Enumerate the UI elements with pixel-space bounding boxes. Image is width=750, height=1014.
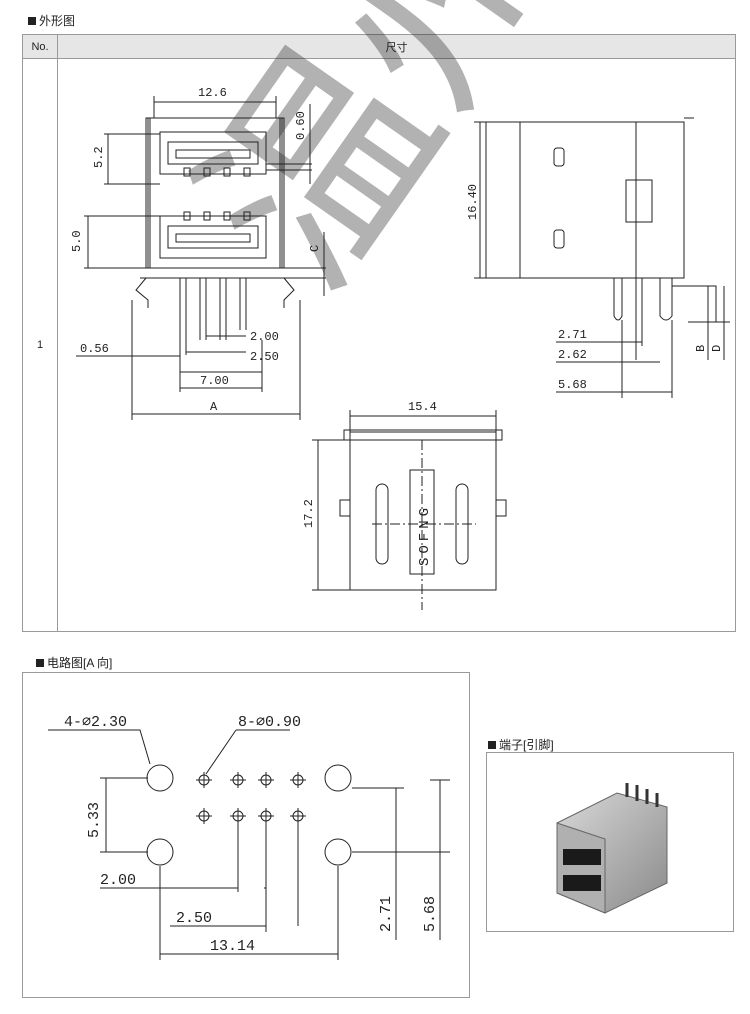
dim-568: 5.68 [558, 378, 587, 392]
dim-side-height: 16.40 [466, 184, 480, 220]
dim-b: B [694, 345, 708, 352]
bullet-square-icon [28, 16, 36, 25]
usb-connector-photo-icon [556, 783, 668, 914]
dim-271: 2.71 [558, 328, 587, 342]
terminal-section-title: 端子[引脚] [488, 736, 554, 753]
dim-span-700: 7.00 [200, 374, 229, 388]
col-header-size: 尺寸 [385, 42, 408, 54]
dim-pin-056: 0.56 [80, 342, 109, 356]
dim-262: 2.62 [558, 348, 587, 362]
side-view-outline [485, 121, 685, 279]
dim-pitch-250: 2.50 [250, 350, 279, 364]
circuit-dim-533: 5.33 [86, 802, 103, 838]
brand-label: SOFNG [417, 504, 433, 566]
dim-front-height: 17.2 [302, 499, 316, 528]
outline-section-title: 外形图 [28, 12, 75, 29]
circuit-section-title: 电路图[A 向] [36, 654, 112, 671]
lower-port-outline [159, 215, 267, 259]
bullet-square-icon [488, 740, 496, 749]
row-number: 1 [23, 59, 58, 631]
dim-front-width: 15.4 [408, 400, 437, 414]
dim-top-width: 12.6 [198, 86, 227, 100]
circuit-dim-200: 2.00 [100, 872, 136, 889]
outline-drawing: 12.6 5.2 5.0 0.60 C 2.00 2.50 0.56 7.00 … [70, 86, 730, 610]
holes-small-label: 8-⌀0.90 [238, 714, 301, 731]
circuit-dim-568: 5.68 [422, 896, 439, 932]
dim-d: D [710, 345, 724, 352]
bullet-square-icon [36, 658, 44, 667]
dim-pitch-200: 2.00 [250, 330, 279, 344]
circuit-dim-250: 2.50 [176, 910, 212, 927]
dim-c: C [308, 245, 322, 252]
dim-port-h1: 5.2 [92, 146, 106, 168]
circuit-dim-271: 2.71 [378, 896, 395, 932]
upper-port-outline [159, 131, 267, 175]
circuit-title-text: 电路图[A 向] [47, 656, 113, 670]
dim-a: A [210, 400, 218, 414]
col-header-no: No. [23, 35, 58, 59]
dim-tab: 0.60 [294, 111, 308, 140]
spec-table: No. 尺寸 1 [22, 34, 736, 632]
outline-title-text: 外形图 [39, 14, 76, 28]
circuit-dim-1314: 13.14 [210, 938, 255, 955]
terminal-photo-box [486, 752, 734, 932]
dim-port-h2: 5.0 [70, 230, 84, 252]
holes-large-label: 4-⌀2.30 [64, 714, 127, 731]
terminal-title-text: 端子[引脚] [499, 738, 554, 752]
circuit-drawing: 4-⌀2.30 8-⌀0.90 5.33 2.00 2.50 13.14 2.7… [48, 714, 450, 960]
circuit-box [22, 672, 470, 998]
spec-table-header: No. 尺寸 [23, 35, 735, 59]
